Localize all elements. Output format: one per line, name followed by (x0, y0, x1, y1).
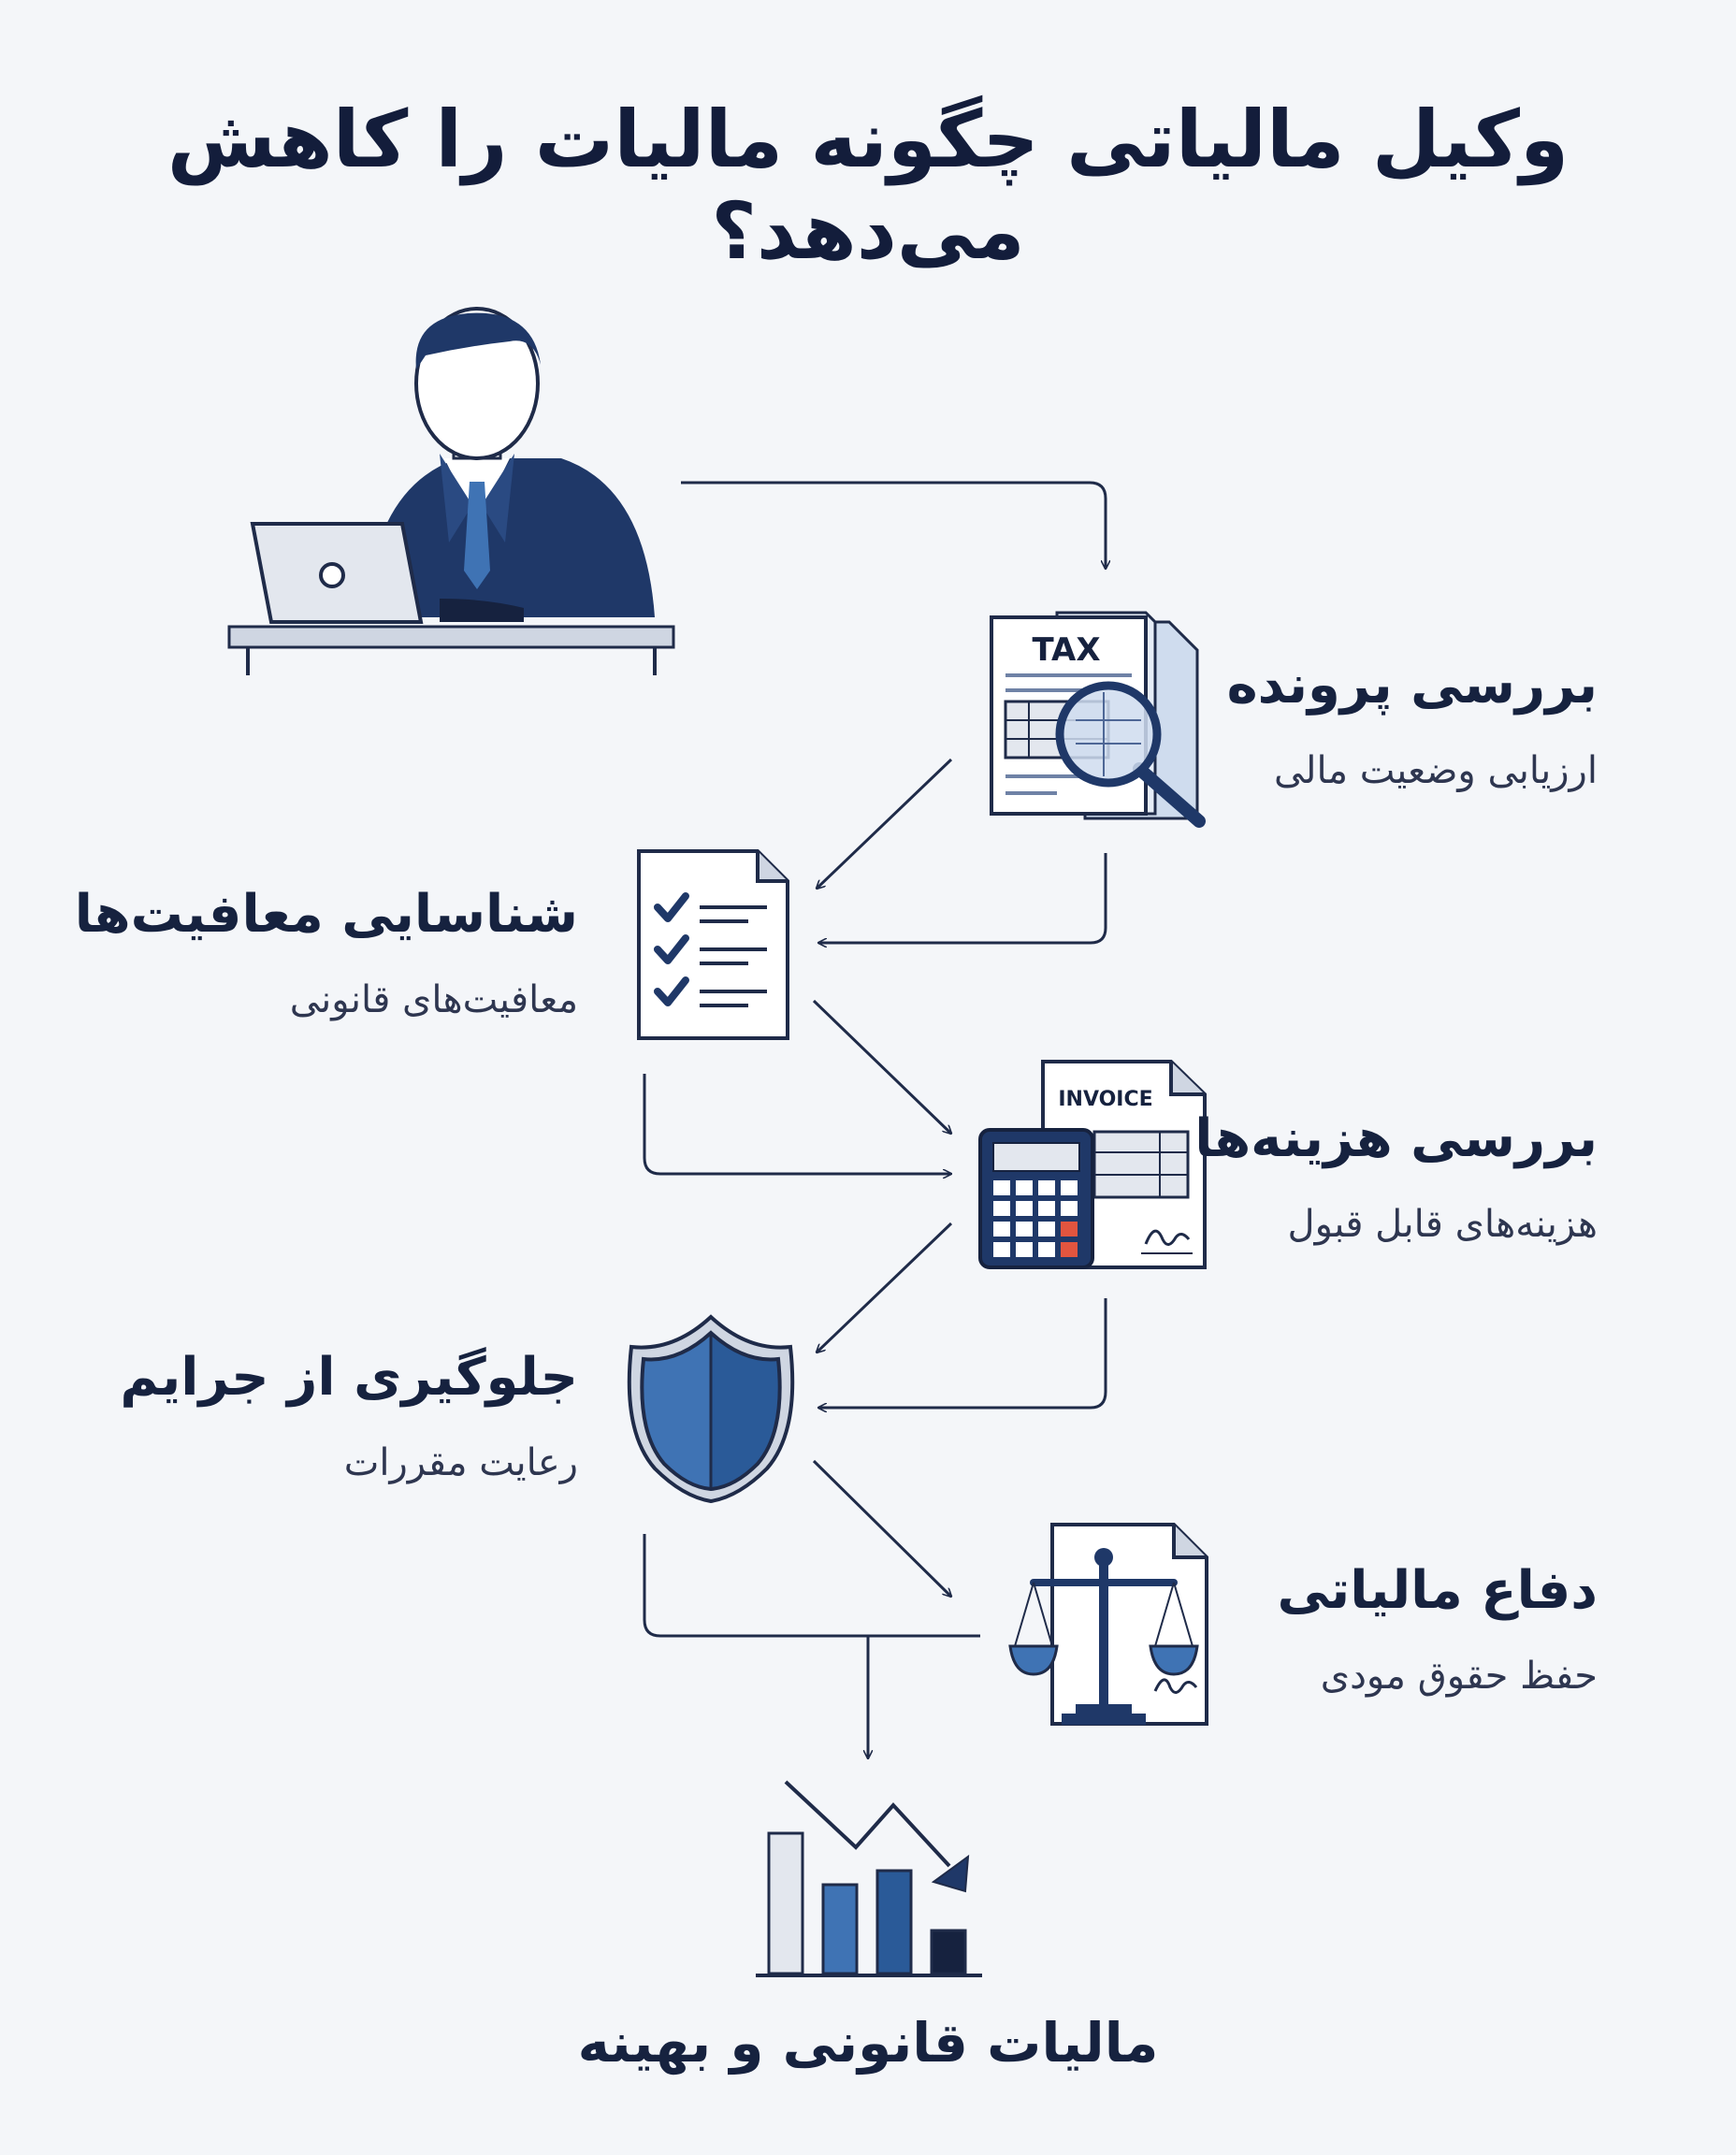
calculator-key (1016, 1180, 1033, 1195)
step-subtitle: حفظ حقوق مودی (1320, 1655, 1598, 1698)
step-review-file: بررسی پرونده ارزیابی وضعیت مالی (1130, 655, 1598, 792)
calculator-key (1061, 1222, 1078, 1237)
calculator-key (993, 1180, 1010, 1195)
result-label: مالیات قانونی و بهینه (577, 2011, 1159, 2075)
calculator-key (1038, 1222, 1055, 1237)
invoice-label: INVOICE (1058, 1088, 1152, 1111)
calculator-key (993, 1201, 1010, 1216)
calculator-key (1016, 1201, 1033, 1216)
declining-bars-icon (756, 1780, 982, 1977)
step-tax-defense: دفاع مالیاتی حفظ حقوق مودی (1130, 1560, 1598, 1698)
page-title: وکیل مالیاتی چگونه مالیات را کاهش می‌دهد… (166, 94, 1570, 277)
flow-arrows (643, 481, 1106, 1758)
calculator-keys (993, 1180, 1078, 1257)
lawyer-icon (227, 307, 675, 675)
tax-label: TAX (1032, 631, 1100, 669)
step-review-expenses: بررسی هزینه‌ها هزینه‌های قابل قبول (1130, 1108, 1598, 1246)
step-subtitle: هزینه‌های قابل قبول (1287, 1203, 1598, 1246)
calculator-key (1038, 1201, 1055, 1216)
calculator-key (1061, 1242, 1078, 1257)
step-subtitle: ارزیابی وضعیت مالی (1273, 749, 1598, 792)
calculator-key (993, 1222, 1010, 1237)
step-subtitle: رعایت مقررات (343, 1441, 578, 1484)
calculator-key (1016, 1242, 1033, 1257)
step-heading: جلوگیری از جرایم (120, 1347, 578, 1408)
calculator-key (1016, 1222, 1033, 1237)
calculator-key (993, 1242, 1010, 1257)
checklist-icon (637, 849, 789, 1040)
step-heading: شناسایی معافیت‌ها (74, 884, 578, 945)
calculator-key (1038, 1180, 1055, 1195)
step-subtitle: معافیت‌های قانونی (289, 978, 578, 1021)
tax-document-icon: TAX (990, 611, 1206, 828)
step-heading: دفاع مالیاتی (1277, 1560, 1598, 1621)
step-prevent-penalties: جلوگیری از جرایم رعایت مقررات (73, 1347, 578, 1484)
calculator-key (1061, 1180, 1078, 1195)
shield-icon (627, 1314, 795, 1504)
step-heading: بررسی هزینه‌ها (1194, 1108, 1598, 1169)
calculator-key (1061, 1201, 1078, 1216)
calculator-key (1038, 1242, 1055, 1257)
scales-of-justice-icon (1008, 1523, 1208, 1726)
step-heading: بررسی پرونده (1226, 655, 1598, 716)
step-identify-exemptions: شناسایی معافیت‌ها معافیت‌های قانونی (73, 884, 578, 1021)
